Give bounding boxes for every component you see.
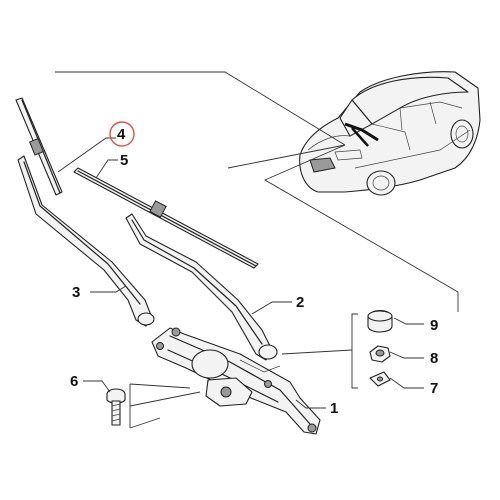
callout-4: 4 — [117, 126, 126, 143]
wiper-linkage-motor — [151, 327, 321, 435]
callout-8: 8 — [430, 350, 438, 367]
car-illustration — [299, 71, 481, 196]
washer — [369, 371, 391, 387]
callout-5: 5 — [120, 152, 128, 169]
callout-6: 6 — [70, 373, 78, 390]
callout-9: 9 — [430, 317, 438, 334]
callout-1: 1 — [330, 400, 338, 417]
callout-3: 3 — [72, 284, 80, 301]
frame-lines — [55, 71, 459, 312]
wiper-arm-right — [125, 213, 278, 361]
wiper-blade-right — [73, 167, 259, 269]
nut — [369, 345, 391, 363]
highlight-ring — [109, 121, 135, 147]
callout-2: 2 — [296, 294, 304, 311]
leader-lines — [57, 137, 424, 429]
wiper-arm-left — [17, 155, 155, 327]
cap-large — [367, 309, 393, 333]
bolt — [106, 388, 126, 426]
callout-7: 7 — [430, 380, 438, 397]
wiper-blade-left — [15, 97, 63, 196]
